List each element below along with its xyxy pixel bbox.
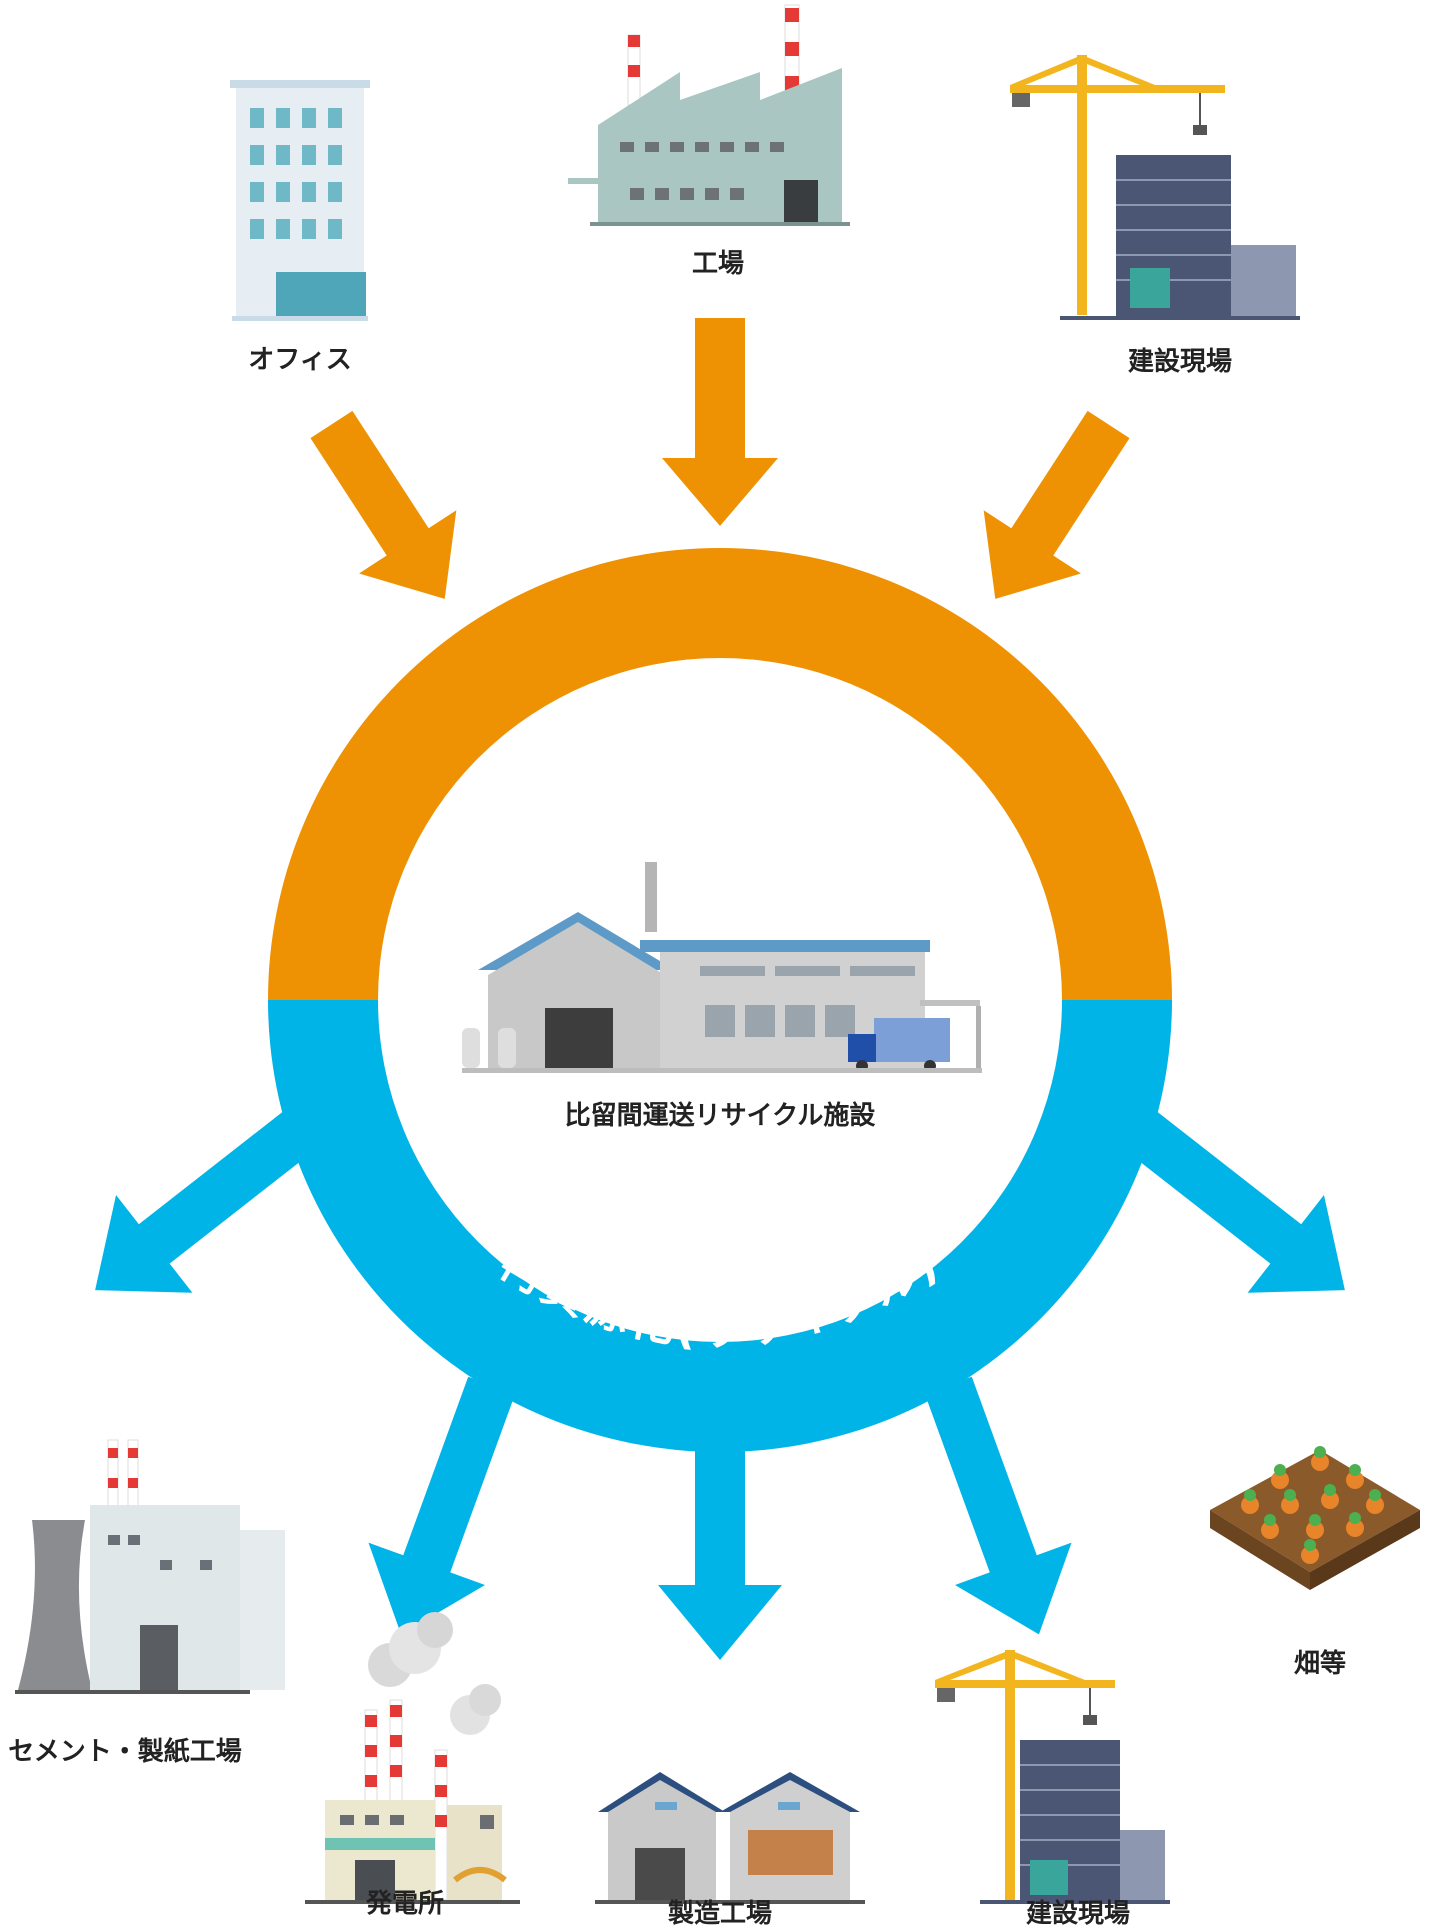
arrow-to-manufacturing [658, 1395, 782, 1660]
arrow-to-power-plant [368, 1376, 516, 1635]
source-label-construction: 建設現場 [1128, 346, 1232, 377]
arrow-construction-to-ring [983, 410, 1130, 599]
dest-label-construction: 建設現場 [1026, 1898, 1130, 1928]
cement-plant-icon [15, 1439, 285, 1694]
collection-arrows [310, 318, 1130, 599]
construction-crane-icon [935, 1650, 1170, 1904]
construction-crane-icon [1010, 55, 1300, 320]
warehouse-icon [595, 1772, 865, 1904]
dest-label-power-plant: 発電所 [365, 1889, 444, 1919]
ring-top-half [268, 548, 1172, 1000]
power-plant-icon [305, 1612, 520, 1904]
arrow-to-farm [1120, 1107, 1345, 1293]
ring-bottom-half [268, 1000, 1172, 1452]
source-label-office: オフィス [248, 345, 351, 375]
vegetable-field-icon [1210, 1446, 1420, 1590]
dest-label-manufacturing: 製造工場 [668, 1899, 772, 1928]
dest-label-farm: 畑等 [1294, 1648, 1346, 1679]
arrow-to-cement-paper [95, 1107, 320, 1293]
factory-icon [568, 4, 850, 226]
office-building-icon [230, 80, 370, 321]
arrow-factory-to-ring [310, 410, 457, 599]
recycling-facility-icon [462, 862, 982, 1073]
dest-label-cement-paper: セメント・製紙工場 [8, 1736, 241, 1767]
arrow-office-to-ring [662, 318, 778, 526]
center-facility-label: 比留間運送リサイクル施設 [565, 1100, 877, 1131]
arrow-to-construction [924, 1376, 1072, 1635]
recycle-arrows [95, 1107, 1345, 1660]
source-label-factory: 工場 [692, 249, 744, 279]
